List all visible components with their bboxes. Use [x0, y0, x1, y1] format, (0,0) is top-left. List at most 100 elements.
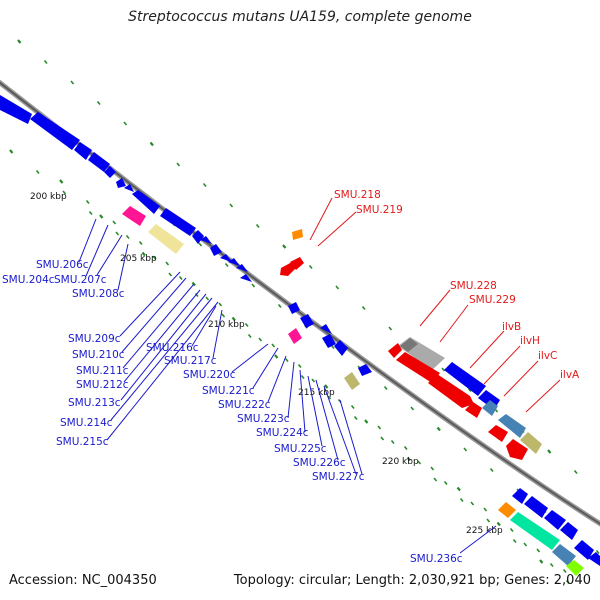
tick-mark	[277, 303, 282, 309]
tick-mark	[470, 501, 475, 506]
tick-mark	[96, 100, 101, 106]
tick-mark	[430, 466, 435, 471]
gene-label: ilvH	[520, 335, 540, 347]
tick-mark	[88, 210, 93, 216]
gene-SMU.218	[292, 229, 303, 240]
tick-mark	[403, 445, 408, 451]
gene-gray-2	[400, 338, 418, 352]
tick-mark	[168, 272, 173, 277]
accession-text: Accession: NC_004350	[9, 573, 157, 588]
tick-mark	[205, 296, 210, 301]
gene-label: SMU.217c	[164, 355, 217, 367]
tick-mark	[335, 285, 340, 290]
tick-mark	[178, 275, 183, 281]
tick-label: 210 kbp	[208, 320, 245, 330]
red-gene-labels: SMU.218 SMU.219 SMU.228 SMU.229 ilvB ilv…	[334, 189, 580, 381]
tick-mark	[115, 231, 120, 236]
tick-mark	[483, 507, 488, 512]
tick-mark	[176, 162, 181, 167]
tick-mark	[361, 305, 366, 311]
tick-mark	[523, 542, 528, 547]
gene-label: SMU.221c	[202, 385, 255, 397]
tick-mark	[390, 439, 395, 445]
summary-text: Topology: circular; Length: 2,030,921 bp…	[233, 573, 591, 588]
gene-red-3	[388, 343, 402, 358]
tick-mark	[62, 190, 67, 195]
tick-marks	[9, 39, 600, 585]
reverse-strand-features	[280, 229, 528, 460]
gene-label: SMU.208c	[72, 288, 125, 300]
gene-label: SMU.226c	[293, 457, 346, 469]
tick-mark	[324, 384, 329, 389]
tick-label: 225 kbp	[466, 526, 503, 536]
tick-mark	[463, 447, 468, 452]
tick-mark	[308, 264, 313, 270]
tick-mark	[221, 313, 226, 318]
tick-mark	[436, 426, 441, 432]
gene-label: SMU.214c	[60, 417, 113, 429]
gene-red-1	[280, 262, 296, 276]
tick-mark	[410, 406, 415, 411]
gene-red-8	[506, 439, 528, 460]
gene-label: ilvA	[560, 369, 580, 381]
tick-mark	[459, 497, 464, 503]
tick-mark	[536, 548, 541, 553]
blue-gene-labels: SMU.206c SMU.204c SMU.207c SMU.208c SMU.…	[2, 259, 463, 565]
tick-mark	[443, 480, 448, 486]
gene-label: SMU.207c	[54, 274, 107, 286]
tick-label: 200 kbp	[30, 192, 67, 202]
tick-mark	[244, 322, 249, 328]
tick-mark	[59, 179, 64, 184]
tick-mark	[300, 374, 305, 380]
tick-mark	[388, 326, 393, 331]
gene-label: SMU.204c	[2, 274, 55, 286]
tick-mark	[549, 562, 554, 568]
gene-label: SMU.218	[334, 189, 381, 201]
gene-label: SMU.227c	[312, 471, 365, 483]
tick-mark	[297, 363, 302, 369]
tick-mark	[17, 39, 22, 44]
tick-mark	[327, 395, 332, 400]
tick-mark	[486, 518, 491, 523]
tick-mark	[311, 378, 316, 383]
tick-mark	[383, 385, 388, 391]
gene-red-6	[465, 402, 482, 418]
tick-mark	[509, 527, 514, 533]
tick-mark	[258, 337, 263, 342]
gene-label: SMU.211c	[76, 365, 129, 377]
tick-mark	[202, 182, 207, 188]
gene-label: ilvB	[502, 321, 521, 333]
tick-mark	[441, 367, 446, 372]
tick-mark	[547, 449, 552, 454]
gene-label: SMU.228	[450, 280, 497, 292]
gene-label: SMU.206c	[36, 259, 89, 271]
tick-mark	[562, 568, 567, 574]
tick-label: 220 kbp	[382, 457, 419, 467]
tick-mark	[456, 486, 461, 492]
tick-mark	[70, 80, 75, 85]
tick-mark	[123, 121, 128, 126]
special-features	[122, 206, 584, 576]
gene-red-5	[428, 374, 474, 408]
tick-mark	[229, 203, 234, 208]
tick-mark	[231, 316, 236, 322]
tick-label: 215 kbp	[298, 388, 335, 398]
tick-mark	[138, 240, 143, 246]
tick-mark	[224, 262, 229, 268]
red-leader-lines	[309, 197, 561, 413]
tick-mark	[149, 141, 154, 147]
tick-label: 205 kbp	[120, 254, 157, 264]
tick-mark	[198, 242, 203, 247]
gene-red-7	[488, 425, 508, 442]
gene-label: SMU.229	[469, 294, 516, 306]
tick-mark	[539, 559, 544, 564]
tick-mark	[512, 538, 517, 544]
gene-label: SMU.209c	[68, 333, 121, 345]
tick-mark	[496, 521, 501, 527]
tick-mark	[165, 261, 170, 266]
tick-mark	[377, 425, 382, 430]
tick-mark	[433, 477, 438, 482]
tick-mark	[417, 460, 422, 465]
tick-mark	[43, 59, 48, 65]
